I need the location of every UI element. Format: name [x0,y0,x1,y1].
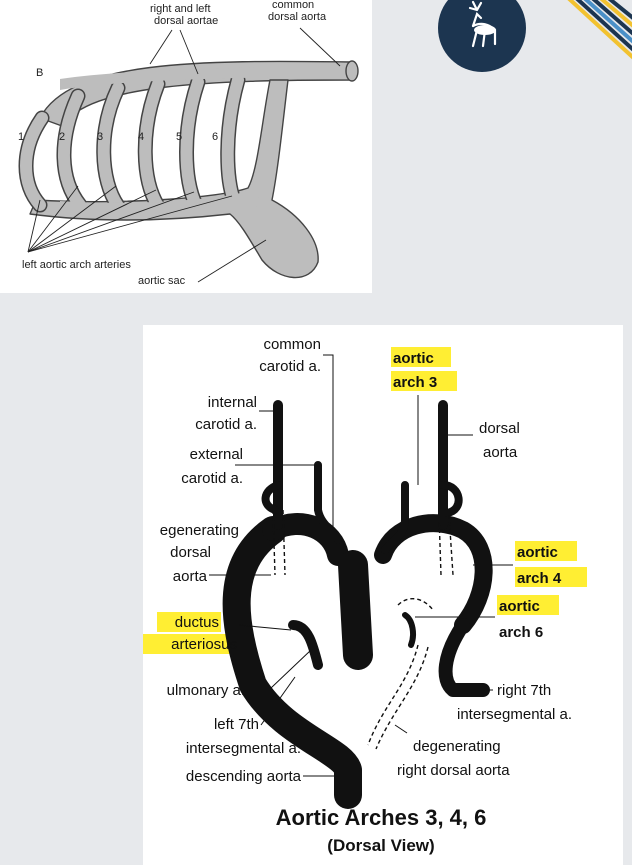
highlight-ductus-2 [143,634,239,654]
arch-number-6: 6 [212,131,218,143]
highlight-arch6-1 [497,595,559,615]
arch-2 [57,90,86,211]
bottom-diagram-panel: common carotid a. internal carotid a. ex… [143,325,623,865]
arch-1 [20,112,48,211]
right-pulmonary [402,612,416,648]
university-logo [437,0,527,72]
label-aortic-arch6-1: aortic [499,598,540,615]
arch-number-5: 5 [176,131,182,143]
highlight-arch4-2 [515,567,587,587]
label-dorsal-aorta-2: aorta [483,444,518,461]
label-common-carotid-2: carotid a. [259,358,321,375]
arch-3 [97,82,124,212]
highlight-arch3-1 [391,347,451,367]
arch-number-2: 2 [59,131,65,143]
aortic-arches-diagram: common carotid a. internal carotid a. ex… [143,336,587,855]
label-degenerating-dorsal-3: aorta [173,568,208,585]
label-ductus-2: arteriosus [171,636,237,653]
label-aortic-arch6-2: arch 6 [499,624,543,641]
label-external-carotid-1: external [190,446,243,463]
label-right-7th-1: right 7th [497,682,551,699]
label-external-carotid-2: carotid a. [181,470,243,487]
label-left-7th-1: left 7th [214,716,259,733]
label-pulmonary: ulmonary a. [167,682,245,699]
arch-6 [221,74,244,206]
label-aortic-arch3-2: arch 3 [393,374,437,391]
highlight-arch3-2 [391,371,457,391]
label-ductus-1: ductus [175,614,219,631]
label-degenerating-dorsal-2: dorsal [170,544,211,561]
stag-icon [438,0,526,72]
label-aortic-arch4-2: arch 4 [517,570,562,587]
label-internal-carotid-2: carotid a. [195,416,257,433]
arch-4 [139,78,164,212]
common-dorsal-aorta-end [345,60,359,82]
label-aortic-arch3-1: aortic [393,350,434,367]
arch-number-1: 1 [18,131,24,143]
label-degenerating-right-1: degenerating [413,738,501,755]
top-diagram-panel: B right and left dorsal aortae common do… [0,0,372,293]
label-left-aortic-arch-arteries: left aortic arch arteries [22,259,131,271]
label-descending-aorta: descending aorta [186,768,302,785]
label-dorsal-aorta-1: dorsal [479,420,520,437]
diagram-subtitle: (Dorsal View) [327,836,434,855]
diagram-title: Aortic Arches 3, 4, 6 [276,805,487,830]
descending-aorta [222,516,362,809]
label-degenerating-right-2: right dorsal aorta [397,762,510,779]
left-pulmonary [288,620,323,670]
arch-arteries-diagram: B right and left dorsal aortae common do… [18,0,359,287]
degenerating-right-dorsal-aorta [367,644,419,746]
label-b: B [36,67,43,79]
arch-5 [180,76,204,211]
label-common-carotid-1: common [263,336,321,353]
arch-number-4: 4 [138,131,144,143]
label-internal-carotid-1: internal [208,394,257,411]
arch-number-3: 3 [97,131,103,143]
highlight-ductus-1 [157,612,221,632]
label-common-2: dorsal aorta [268,11,327,23]
label-left-7th-2: intersegmental a. [186,740,301,757]
right-7th-intersegmental [438,618,490,697]
corner-stripes [556,0,632,72]
right-external-carotid [381,481,409,554]
label-aortic-sac: aortic sac [138,275,186,287]
aortic-sac [29,79,319,279]
label-right-7th-2: intersegmental a. [457,706,572,723]
label-aortic-arch4-1: aortic [517,544,558,561]
aortic-sac-trunk [338,550,373,670]
highlight-arch4-1 [515,541,577,561]
label-right-left-2: dorsal aortae [154,15,218,27]
label-common-1: common [272,0,314,11]
left-external-carotid [314,461,342,544]
label-right-left-1: right and left [150,3,211,15]
label-degenerating-dorsal-1: egenerating [160,522,239,539]
